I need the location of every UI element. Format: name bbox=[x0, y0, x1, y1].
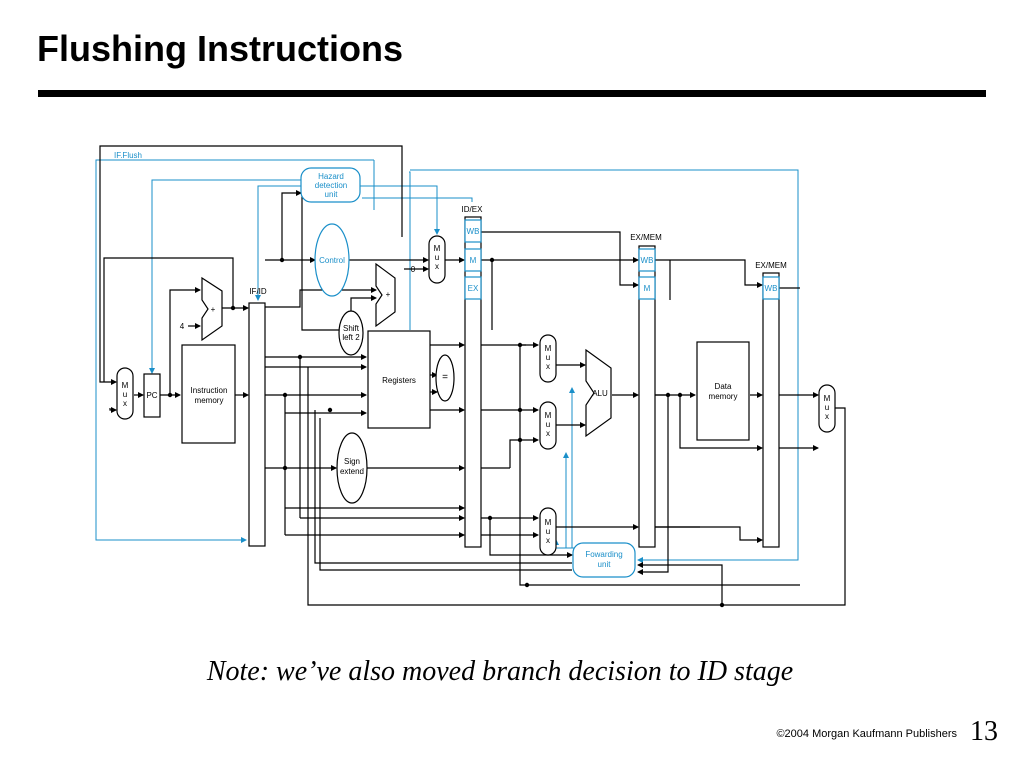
svg-text:M: M bbox=[470, 256, 477, 265]
svg-text:Instruction: Instruction bbox=[191, 386, 228, 395]
pc-mux bbox=[116, 367, 134, 420]
mux-labels: M u x M u x M u x M u x M u x M u x bbox=[122, 244, 831, 545]
alu-label: ALU bbox=[592, 389, 608, 398]
svg-text:x: x bbox=[435, 262, 439, 271]
svg-text:extend: extend bbox=[340, 467, 364, 476]
svg-text:Sign: Sign bbox=[344, 457, 360, 466]
data-memory bbox=[696, 341, 750, 441]
svg-text:M: M bbox=[824, 394, 831, 403]
svg-text:u: u bbox=[546, 527, 550, 536]
control-label: Control bbox=[319, 256, 345, 265]
instruction-memory bbox=[181, 344, 236, 444]
svg-text:=: = bbox=[442, 372, 448, 383]
alu-mux-a bbox=[539, 334, 557, 383]
if-flush-label: IF.Flush bbox=[114, 151, 142, 160]
control-mux bbox=[428, 235, 446, 284]
junction-dots bbox=[167, 257, 725, 608]
if-flush-wire bbox=[95, 159, 374, 543]
if-id-register bbox=[248, 302, 266, 547]
svg-text:u: u bbox=[123, 390, 127, 399]
note-text: Note: we’ve also moved branch decision t… bbox=[206, 656, 794, 687]
mem-wb-label: EX/MEM bbox=[755, 261, 787, 270]
branch-adder bbox=[375, 262, 396, 328]
svg-text:memory: memory bbox=[709, 392, 738, 401]
svg-text:unit: unit bbox=[325, 190, 339, 199]
equal-comparator bbox=[435, 354, 455, 402]
svg-text:EX: EX bbox=[468, 284, 479, 293]
hazard-to-pc-wire bbox=[149, 179, 301, 374]
svg-text:detection: detection bbox=[315, 181, 347, 190]
svg-text:Fowarding: Fowarding bbox=[585, 550, 622, 559]
svg-text:M: M bbox=[122, 381, 129, 390]
ex-mem-label: EX/MEM bbox=[630, 233, 662, 242]
alu bbox=[585, 348, 612, 438]
id-ex-label: ID/EX bbox=[462, 205, 484, 214]
slide-title: Flushing Instructions bbox=[37, 28, 403, 69]
svg-text:M: M bbox=[545, 518, 552, 527]
components bbox=[116, 167, 836, 578]
title-underline bbox=[38, 90, 986, 97]
svg-text:x: x bbox=[546, 362, 550, 371]
page-number: 13 bbox=[970, 716, 998, 747]
writeback-mux bbox=[818, 384, 836, 433]
forwarding-feedback-wire bbox=[410, 169, 799, 563]
svg-text:Data: Data bbox=[715, 382, 732, 391]
ex-mem-register bbox=[638, 245, 656, 548]
svg-text:M: M bbox=[545, 411, 552, 420]
svg-text:WB: WB bbox=[641, 256, 654, 265]
svg-text:u: u bbox=[825, 403, 829, 412]
svg-text:x: x bbox=[546, 536, 550, 545]
svg-text:x: x bbox=[123, 399, 127, 408]
svg-text:4: 4 bbox=[180, 322, 185, 331]
svg-text:u: u bbox=[435, 253, 439, 262]
sign-extend bbox=[336, 432, 368, 504]
pc-register bbox=[143, 373, 161, 418]
svg-text:u: u bbox=[546, 353, 550, 362]
pc-adder bbox=[201, 276, 223, 342]
svg-text:x: x bbox=[546, 429, 550, 438]
svg-text:left 2: left 2 bbox=[342, 333, 360, 342]
pc-label: PC bbox=[146, 391, 157, 400]
svg-text:WB: WB bbox=[765, 284, 778, 293]
svg-text:M: M bbox=[545, 344, 552, 353]
svg-text:M: M bbox=[434, 244, 441, 253]
svg-text:+: + bbox=[386, 290, 391, 299]
hazard-detection-unit bbox=[300, 167, 361, 203]
svg-text:unit: unit bbox=[598, 560, 612, 569]
registers-label: Registers bbox=[382, 376, 416, 385]
svg-text:u: u bbox=[546, 420, 550, 429]
diagram-labels: IF.Flush Hazard detection unit Control I… bbox=[114, 151, 831, 569]
svg-text:memory: memory bbox=[195, 396, 224, 405]
svg-text:x: x bbox=[825, 412, 829, 421]
svg-text:Hazard: Hazard bbox=[318, 172, 344, 181]
svg-text:Shift: Shift bbox=[343, 324, 360, 333]
shift-left-2 bbox=[338, 310, 364, 356]
alu-mux-b bbox=[539, 401, 557, 450]
svg-text:+: + bbox=[211, 305, 216, 314]
regdst-mux bbox=[539, 507, 557, 556]
control-unit bbox=[314, 223, 350, 297]
copyright-text: ©2004 Morgan Kaufmann Publishers bbox=[776, 728, 957, 740]
svg-text:0: 0 bbox=[411, 265, 416, 274]
register-file bbox=[367, 330, 431, 429]
mem-wb-register bbox=[762, 272, 780, 548]
svg-text:M: M bbox=[644, 284, 651, 293]
if-id-label: IF/ID bbox=[249, 287, 267, 296]
svg-text:WB: WB bbox=[467, 227, 480, 236]
forwarding-unit bbox=[572, 542, 636, 578]
